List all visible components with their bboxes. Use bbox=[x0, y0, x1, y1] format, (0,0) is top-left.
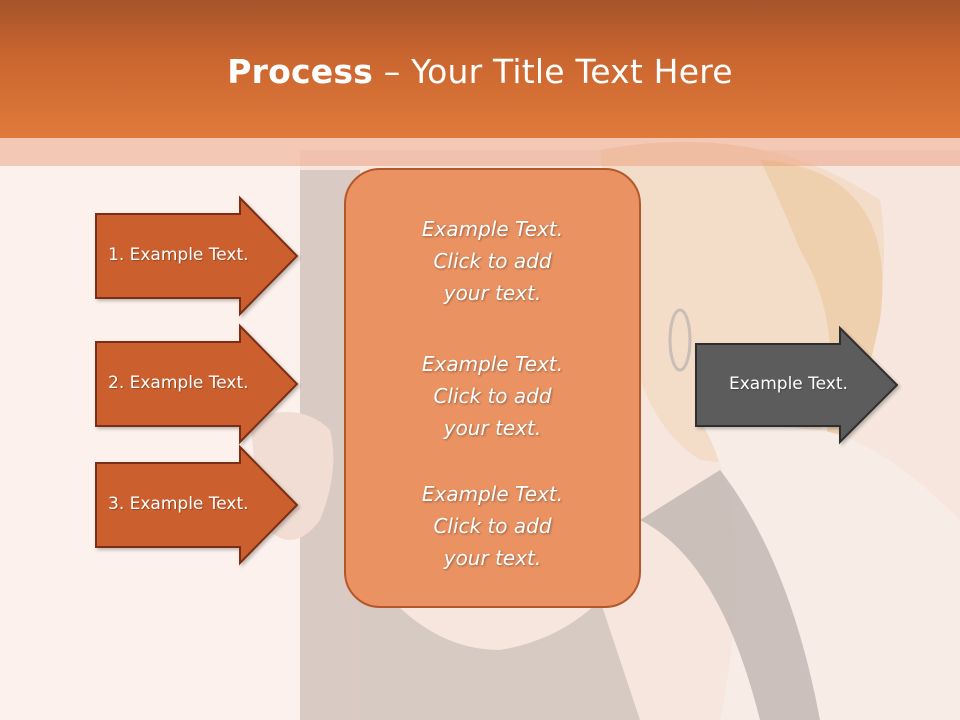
center-block-1-line2: Click to add bbox=[433, 249, 552, 273]
right-arrow[interactable] bbox=[695, 325, 899, 445]
center-block-1-line3: your text. bbox=[443, 281, 542, 305]
title-bold: Process bbox=[227, 52, 374, 91]
center-block-1-line1: Example Text. bbox=[421, 217, 564, 241]
title-rest: – Your Title Text Here bbox=[373, 52, 733, 91]
center-block-3-line3: your text. bbox=[443, 546, 542, 570]
center-block-2-line1: Example Text. bbox=[421, 352, 564, 376]
center-block-3: Example Text. Click to add your text. bbox=[344, 478, 641, 574]
left-arrow-2[interactable] bbox=[95, 323, 299, 445]
center-block-3-line2: Click to add bbox=[433, 514, 552, 538]
title-strip bbox=[0, 138, 960, 166]
left-arrow-1[interactable] bbox=[95, 195, 299, 317]
left-arrow-label-1: 1. Example Text. bbox=[108, 245, 249, 265]
right-arrow-label: Example Text. bbox=[729, 374, 848, 394]
center-text-box[interactable] bbox=[344, 168, 641, 608]
left-arrow-label-2: 2. Example Text. bbox=[108, 373, 249, 393]
center-block-3-line1: Example Text. bbox=[421, 482, 564, 506]
center-block-1: Example Text. Click to add your text. bbox=[344, 213, 641, 309]
left-arrow-label-3: 3. Example Text. bbox=[108, 494, 249, 514]
center-block-2-line2: Click to add bbox=[433, 384, 552, 408]
title-bar bbox=[0, 0, 960, 138]
center-block-2-line3: your text. bbox=[443, 416, 542, 440]
center-block-2: Example Text. Click to add your text. bbox=[344, 348, 641, 444]
slide-title[interactable]: Process – Your Title Text Here bbox=[0, 52, 960, 91]
left-arrow-3[interactable] bbox=[95, 444, 299, 566]
